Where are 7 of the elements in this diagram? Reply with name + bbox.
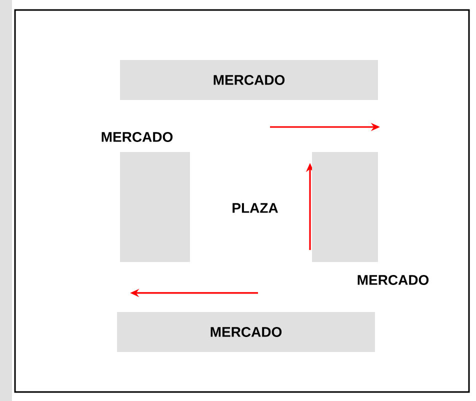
node-label: MERCADO <box>358 275 429 285</box>
market-box: MERCADO <box>117 312 375 352</box>
area-label: PLAZA <box>232 203 278 213</box>
market-box: MERCADO <box>312 152 429 285</box>
market-box: MERCADO <box>120 60 378 100</box>
node-label: MERCADO <box>102 132 173 142</box>
market-box: MERCADO <box>102 132 190 262</box>
